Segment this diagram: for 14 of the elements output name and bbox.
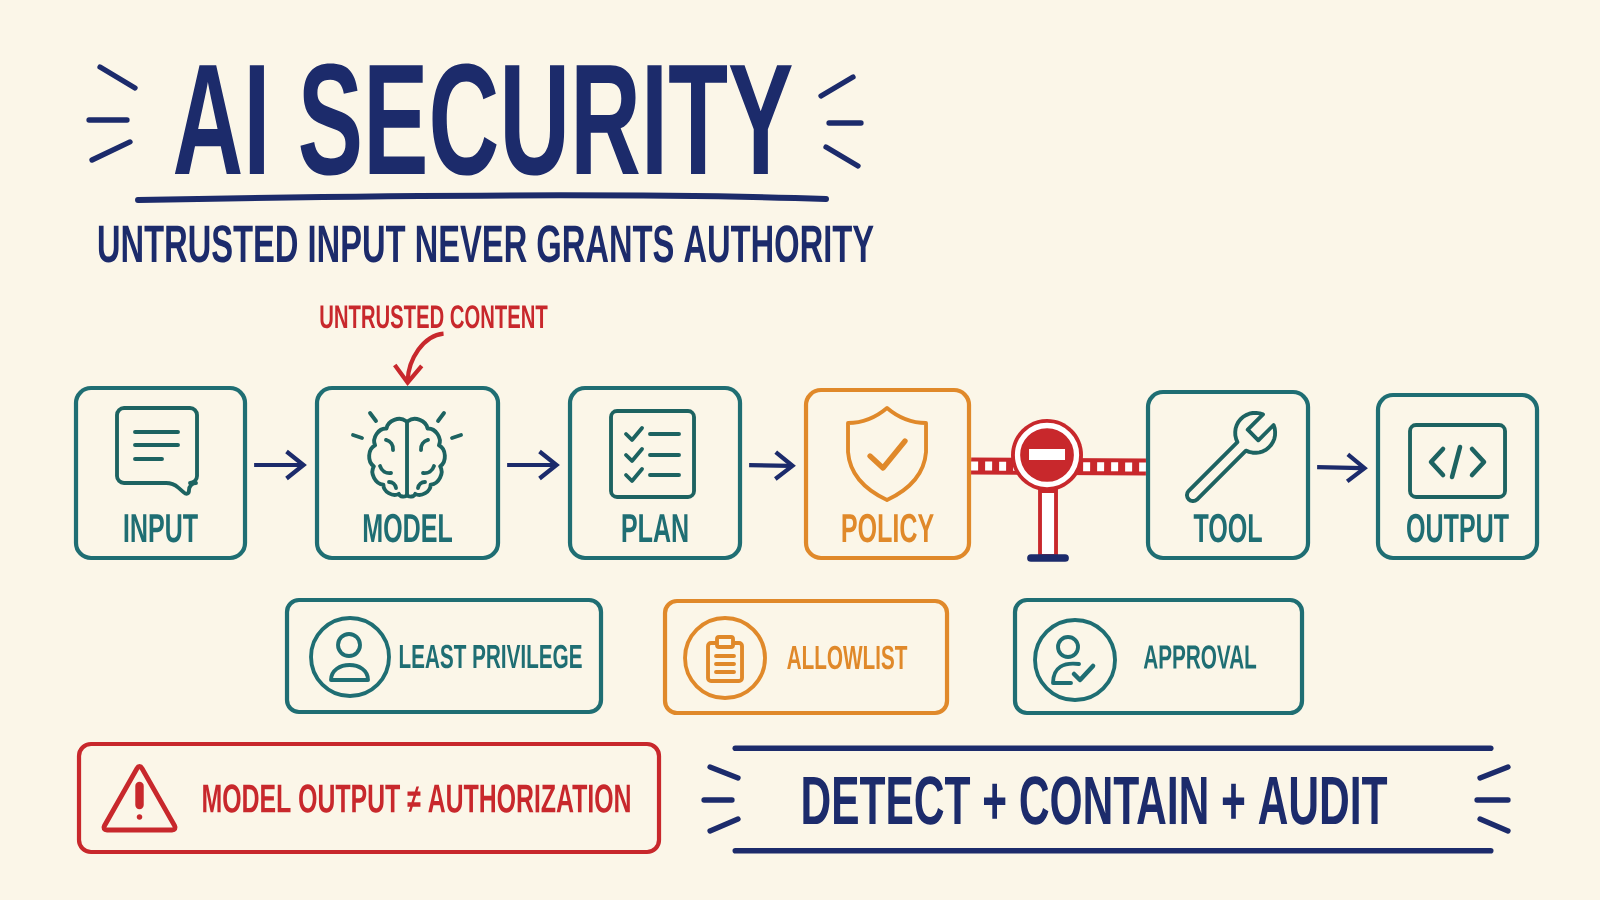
step-box: PLAN xyxy=(567,385,743,561)
step-box: TOOL xyxy=(1145,389,1311,561)
step-box: POLICY xyxy=(803,387,972,561)
principle-box: APPROVAL xyxy=(1012,597,1305,716)
step-box: MODEL xyxy=(314,385,501,561)
step-box: INPUT xyxy=(73,385,248,561)
principle-box: LEAST PRIVILEGE xyxy=(284,597,604,715)
principle-box: ALLOWLIST xyxy=(662,598,950,716)
callout-text: UNTRUSTED CONTENT xyxy=(320,305,548,329)
title: AI SECURITY xyxy=(174,63,792,176)
warning-box: MODEL OUTPUT ≠ AUTHORIZATION xyxy=(76,741,662,855)
step-box: OUTPUT xyxy=(1375,392,1540,561)
banner: DETECT + CONTAIN + AUDIT xyxy=(732,745,1494,854)
subtitle: UNTRUSTED INPUT NEVER GRANTS AUTHORITY xyxy=(98,225,874,263)
